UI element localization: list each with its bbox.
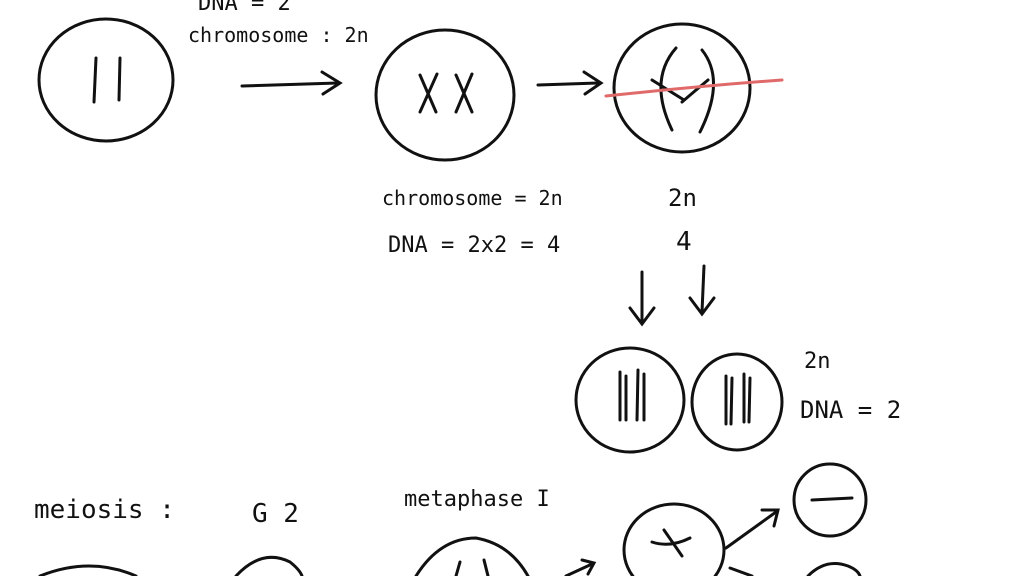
- arrow-down-right-icon: [728, 566, 754, 576]
- chromosome-line: [92, 56, 98, 104]
- top-clipped-label: DNA = 2: [198, 0, 291, 16]
- daughter-cell: [574, 346, 686, 454]
- dna-count-label: DNA = 2x2 = 4: [388, 233, 560, 258]
- x-chromosome: [454, 72, 474, 114]
- g2-label: G 2: [252, 499, 299, 529]
- meiosis-heading: meiosis :: [34, 495, 175, 525]
- arrow-right-icon: [564, 558, 597, 576]
- arrow-right-icon: [240, 70, 343, 96]
- ploidy-label: 2n: [804, 349, 831, 374]
- meiosis-cell-partial: [38, 564, 138, 576]
- cell-g1: [37, 17, 175, 143]
- chromosome-line: [117, 56, 122, 102]
- metaphase-label: metaphase I: [404, 487, 550, 512]
- dna-count-label: 4: [676, 227, 692, 257]
- arrow-up-right-icon: [724, 508, 780, 550]
- cell-metaphase: [612, 22, 752, 154]
- cell-g2: [374, 28, 516, 162]
- arrow-down-icon: [688, 264, 716, 317]
- metaphase-plate-line: [604, 78, 784, 98]
- chromosome-count-label: chromosome : 2n: [188, 23, 369, 47]
- meiosis-cell-partial: [414, 536, 530, 576]
- dna-count-label: DNA = 2: [800, 396, 901, 424]
- meiosis-cell-partial: [234, 555, 304, 576]
- x-chromosome: [418, 72, 439, 114]
- chromosome-count-label: chromosome = 2n: [382, 186, 563, 210]
- arrow-down-icon: [628, 270, 656, 327]
- arrow-right-icon: [536, 70, 604, 96]
- meiosis-cell-partial: [806, 562, 862, 576]
- ploidy-label: 2n: [668, 184, 697, 212]
- meiosis-daughter-cell: [792, 462, 868, 538]
- meiosis-cell-division: [622, 502, 726, 576]
- daughter-cell: [690, 352, 784, 452]
